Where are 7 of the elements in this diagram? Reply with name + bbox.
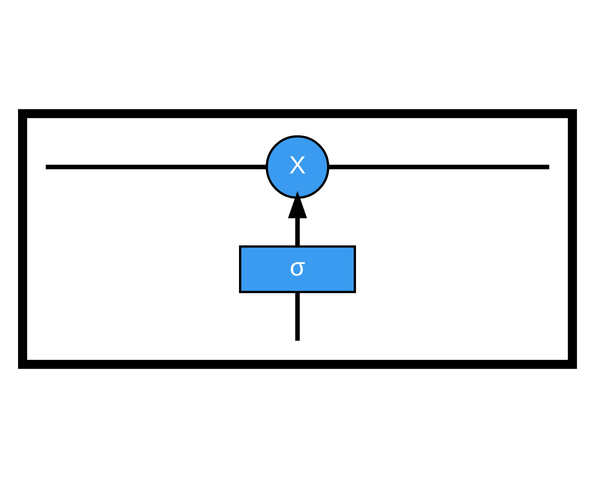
connector [295,292,300,340]
node-box: σ [239,244,356,293]
node-circle: X [266,134,330,198]
connector [46,164,267,169]
cluster [18,108,577,368]
arrow [288,190,308,246]
connector [328,164,550,169]
